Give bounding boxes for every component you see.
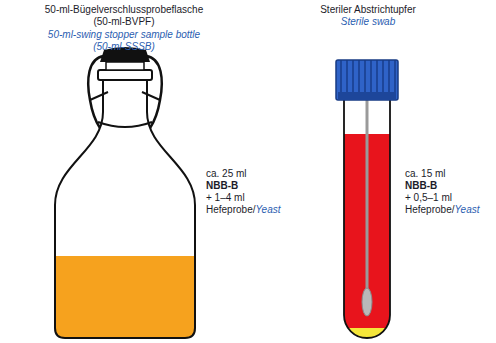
title: Steriler Abstrichtupfer bbox=[320, 4, 416, 16]
title-en: Sterile swab bbox=[341, 16, 395, 28]
sample-name-en: Yeast bbox=[255, 204, 280, 216]
medium-name: NBB-B bbox=[405, 180, 437, 192]
swing-wire bbox=[146, 56, 162, 128]
volume-note: ca. 15 ml bbox=[405, 168, 446, 180]
title: 50-ml-Bügelverschlussprobeflasche bbox=[45, 4, 203, 16]
stopper-seal bbox=[106, 62, 144, 70]
tube-liquid bbox=[340, 134, 400, 343]
swing-wire bbox=[90, 92, 108, 100]
title-abbr: (50-ml-BVPF) bbox=[93, 16, 154, 28]
volume-note: ca. 25 ml bbox=[206, 168, 247, 180]
neck-ring bbox=[98, 122, 152, 127]
sample-name: Hefeprobe/ bbox=[405, 204, 454, 216]
swing-wire bbox=[142, 92, 160, 100]
bottle-lip bbox=[98, 70, 152, 80]
swing-wire bbox=[88, 56, 104, 128]
title-en: 50-ml-swing stopper sample bottle bbox=[48, 29, 200, 41]
title-abbr-en: (50-ml-SSSB) bbox=[93, 41, 155, 53]
medium-name: NBB-B bbox=[206, 180, 238, 192]
bottle-outline bbox=[55, 80, 195, 338]
tube-outline bbox=[344, 100, 390, 338]
swab-stick bbox=[366, 100, 369, 292]
sample-name: Hefeprobe/ bbox=[206, 204, 255, 216]
sample-name-en: Yeast bbox=[454, 204, 479, 216]
addition-note: + 0,5–1 ml bbox=[405, 192, 452, 204]
addition-note: + 1–4 ml bbox=[206, 192, 245, 204]
tube-cap bbox=[336, 60, 398, 100]
bottle-liquid bbox=[40, 256, 210, 343]
tube-cap-rim bbox=[338, 92, 396, 100]
swab-tip bbox=[362, 288, 372, 316]
